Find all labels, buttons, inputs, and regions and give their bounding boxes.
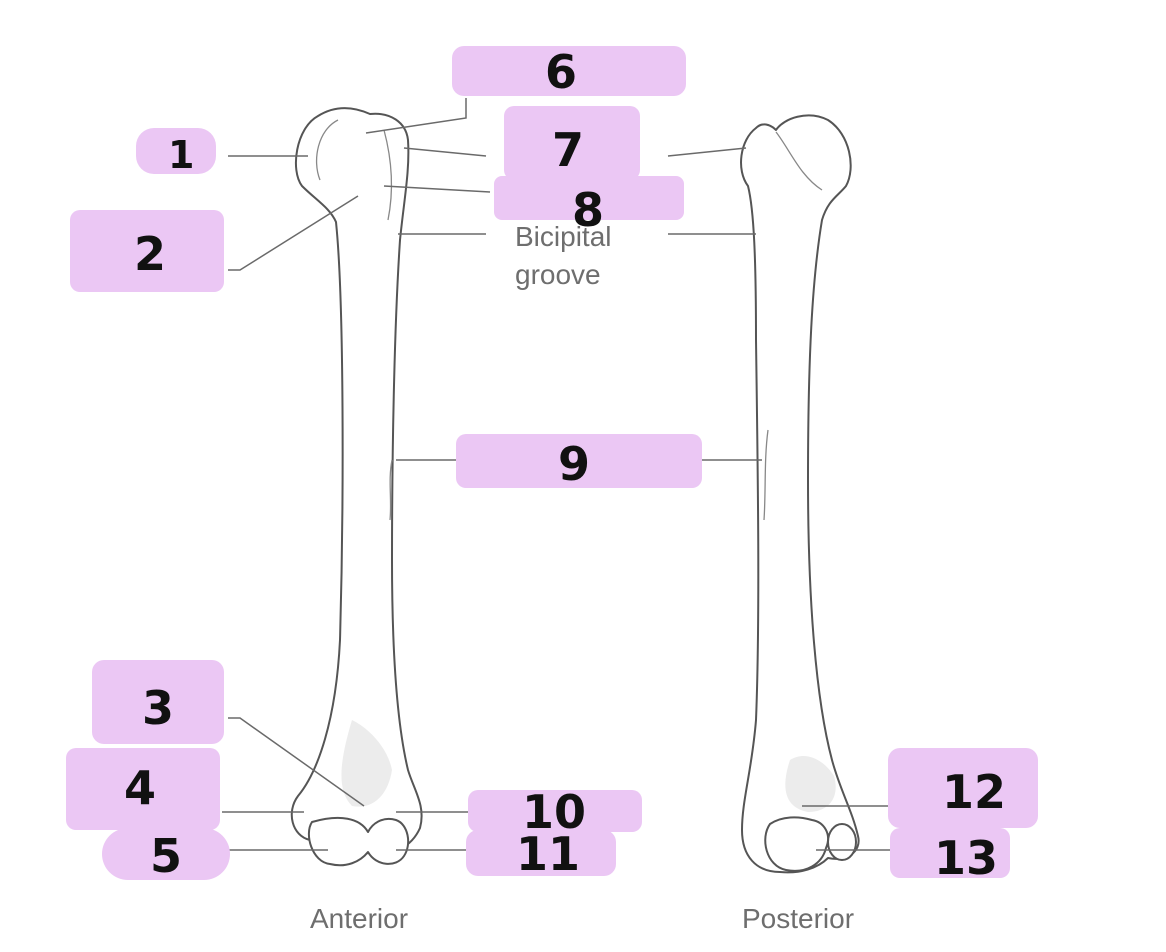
highlight-7 <box>504 106 640 180</box>
leader-lines <box>222 98 890 851</box>
highlight-4 <box>66 748 220 830</box>
label-number-5: 5 <box>150 829 182 883</box>
highlight-9 <box>456 434 702 488</box>
highlight-11 <box>466 830 616 876</box>
label-number-7: 7 <box>552 123 584 177</box>
highlight-8 <box>494 176 684 220</box>
label-number-4: 4 <box>124 761 156 815</box>
label-number-2: 2 <box>134 227 166 281</box>
highlight-12 <box>888 748 1038 828</box>
highlight-1 <box>136 128 216 174</box>
highlight-13 <box>890 828 1010 878</box>
bicipital-groove-label-line1: Bicipital <box>515 221 611 252</box>
highlight-3 <box>92 660 224 744</box>
label-number-12: 12 <box>942 765 1006 819</box>
label-number-6: 6 <box>545 45 577 99</box>
bicipital-groove-label-line2: groove <box>515 259 601 290</box>
highlight-2 <box>70 210 224 292</box>
label-number-3: 3 <box>142 681 174 735</box>
highlight-10 <box>468 790 642 832</box>
highlight-5 <box>102 828 230 880</box>
label-number-11: 11 <box>516 827 580 881</box>
posterior-caption: Posterior <box>742 903 854 934</box>
handwritten-numbers: 6 1 7 8 2 9 3 4 5 10 11 12 13 <box>124 45 1006 885</box>
label-highlights <box>66 46 1038 880</box>
label-number-9: 9 <box>558 437 590 491</box>
anterior-caption: Anterior <box>310 903 408 934</box>
label-number-1: 1 <box>168 133 194 177</box>
anterior-humerus <box>290 107 423 867</box>
posterior-humerus <box>740 114 860 874</box>
label-number-8: 8 <box>572 183 604 237</box>
label-number-13: 13 <box>934 831 998 885</box>
highlight-6 <box>452 46 686 96</box>
label-number-10: 10 <box>522 785 586 839</box>
